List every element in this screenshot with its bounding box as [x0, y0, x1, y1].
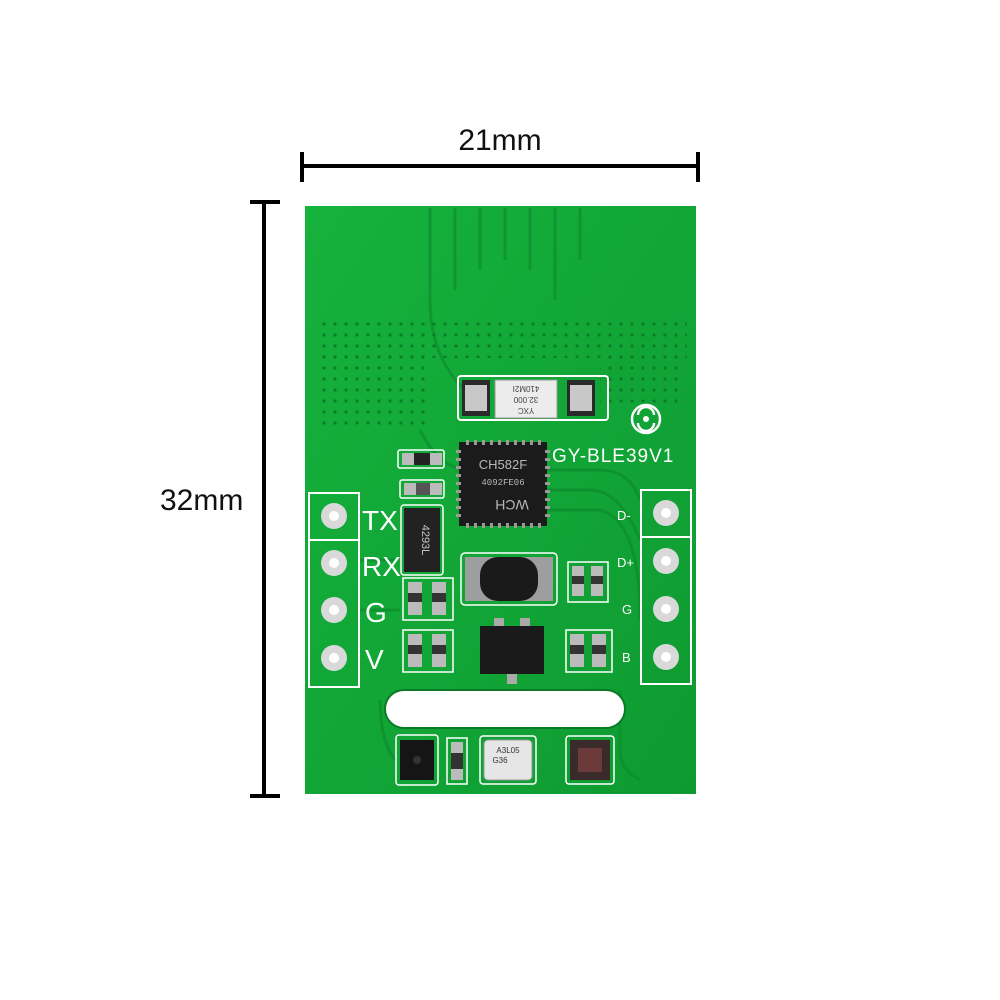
pin-label-tx: TX — [362, 505, 398, 536]
voltage-regulator: 4293L — [400, 504, 444, 576]
board-slot-cutout — [384, 689, 626, 729]
humidity-sensor — [565, 735, 615, 785]
board-traces — [360, 429, 642, 782]
height-dimension-label: 32mm — [160, 484, 244, 517]
height-dimension-line — [262, 202, 266, 796]
board-name-label: GY-BLE39V1 — [552, 446, 674, 467]
sensor-left — [395, 734, 439, 786]
right-pin-header — [640, 489, 692, 685]
resistor-r1 — [397, 449, 445, 469]
height-dimension-tick-top — [250, 200, 280, 204]
capacitor-group-right-lower — [565, 629, 613, 673]
crystal-marking-2: 32.000 — [513, 395, 538, 404]
mcu-part-number: CH582F — [479, 457, 527, 472]
pin-label-b: B — [622, 650, 631, 665]
mcu-lot-code: 4092FE06 — [481, 478, 524, 488]
pin-label-g-right: G — [622, 602, 632, 617]
capacitor-group-left — [402, 577, 454, 673]
pressure-sensor: A3L05 G36 — [479, 735, 537, 785]
crystal-marking-3: 410M2I — [513, 384, 540, 393]
pressure-sensor-marking-1: A3L05 — [496, 746, 520, 755]
pin-label-d-minus: D- — [617, 508, 631, 523]
left-pin-header — [308, 492, 360, 688]
inductor — [460, 552, 558, 606]
width-dimension-label: 21mm — [458, 124, 542, 157]
mosfet — [480, 618, 544, 684]
capacitor-bottom — [446, 737, 468, 785]
regulator-marking: 4293L — [419, 525, 431, 556]
height-dimension-tick-bottom — [250, 794, 280, 798]
via-field-left — [315, 355, 425, 430]
board-logo — [630, 403, 662, 435]
crystal-marking-1: YXC — [518, 406, 535, 415]
mcu-chip: CH582F 4092FE06 WCH — [456, 440, 550, 528]
mcu-maker-logo: WCH — [495, 497, 528, 513]
via-field-right — [600, 355, 685, 405]
width-dimension-tick-left — [300, 152, 304, 182]
pin-label-v: V — [365, 644, 384, 675]
crystal-oscillator: YXC 32.000 410M2I — [457, 375, 609, 421]
pin-label-d-plus: D+ — [617, 555, 634, 570]
pressure-sensor-marking-2: G36 — [492, 756, 508, 765]
width-dimension-line — [302, 164, 698, 168]
capacitor-c1 — [399, 479, 445, 499]
pin-label-rx: RX — [362, 551, 401, 582]
capacitor-group-right — [567, 561, 609, 603]
width-dimension-tick-right — [696, 152, 700, 182]
pin-label-g-left: G — [365, 597, 387, 628]
via-field-top — [315, 318, 687, 358]
